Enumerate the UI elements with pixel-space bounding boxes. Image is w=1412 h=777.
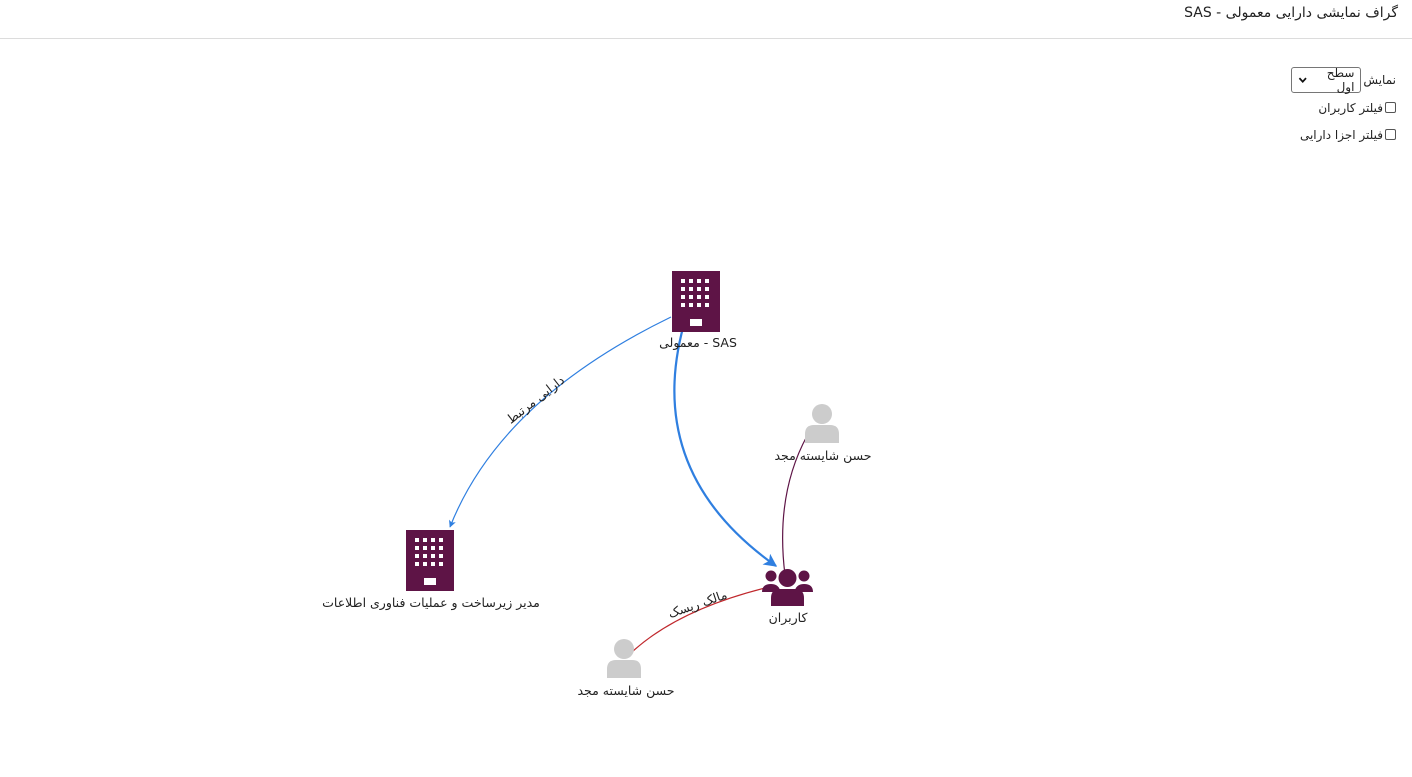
node-label-infra: مدیر زیرساخت و عملیات فناوری اطلاعات bbox=[322, 595, 540, 611]
level-select[interactable]: سطح اول bbox=[1291, 66, 1362, 94]
graph-edges bbox=[449, 316, 808, 653]
filter-asset-parts-label[interactable]: فیلتر اجزا دارایی bbox=[1299, 127, 1383, 142]
edge-label-related-asset: دارایی مرتبط bbox=[503, 372, 567, 427]
person-icon bbox=[607, 639, 641, 678]
node-users[interactable]: کاربران bbox=[762, 569, 813, 626]
filter-asset-parts-checkbox[interactable] bbox=[1385, 129, 1396, 140]
node-person-bottom[interactable]: حسن شایسته مجد bbox=[577, 639, 675, 699]
node-infra-manager[interactable]: مدیر زیرساخت و عملیات فناوری اطلاعات bbox=[322, 530, 540, 611]
chevron-down-icon bbox=[1299, 77, 1308, 83]
graph-controls: نمایش سطح اول فیلتر کاربران فیلتر اجزا د… bbox=[1291, 66, 1396, 148]
display-level-row: نمایش سطح اول bbox=[1291, 66, 1396, 94]
building-icon bbox=[672, 271, 720, 332]
filter-users-row[interactable]: فیلتر کاربران bbox=[1291, 94, 1396, 121]
edge-person-top-to-users bbox=[782, 435, 808, 576]
building-icon bbox=[406, 530, 454, 591]
page-header: گراف نمایشی دارایی معمولی - SAS bbox=[0, 0, 1412, 39]
filter-asset-parts-row[interactable]: فیلتر اجزا دارایی bbox=[1291, 121, 1396, 148]
node-label-main: معمولی - SAS bbox=[659, 335, 737, 351]
node-label-person-bottom: حسن شایسته مجد bbox=[577, 683, 674, 699]
edge-person-bottom-to-users bbox=[631, 585, 774, 653]
edge-main-to-infra bbox=[449, 316, 672, 528]
node-label-users: کاربران bbox=[769, 610, 808, 626]
filter-users-label[interactable]: فیلتر کاربران bbox=[1318, 100, 1383, 115]
node-person-top[interactable]: حسن شایسته مجد bbox=[774, 404, 872, 464]
person-icon bbox=[805, 404, 839, 443]
display-label: نمایش bbox=[1363, 73, 1396, 87]
filter-users-checkbox[interactable] bbox=[1385, 102, 1396, 113]
edge-label-risk-owner: مالک ریسک bbox=[666, 587, 729, 622]
node-main-asset[interactable]: معمولی - SAS bbox=[659, 271, 737, 351]
node-label-person-top: حسن شایسته مجد bbox=[774, 448, 871, 464]
page-title: گراف نمایشی دارایی معمولی - SAS bbox=[1184, 5, 1398, 21]
level-select-value: سطح اول bbox=[1326, 66, 1355, 94]
users-group-icon bbox=[762, 569, 813, 606]
edge-main-to-users bbox=[673, 316, 778, 567]
